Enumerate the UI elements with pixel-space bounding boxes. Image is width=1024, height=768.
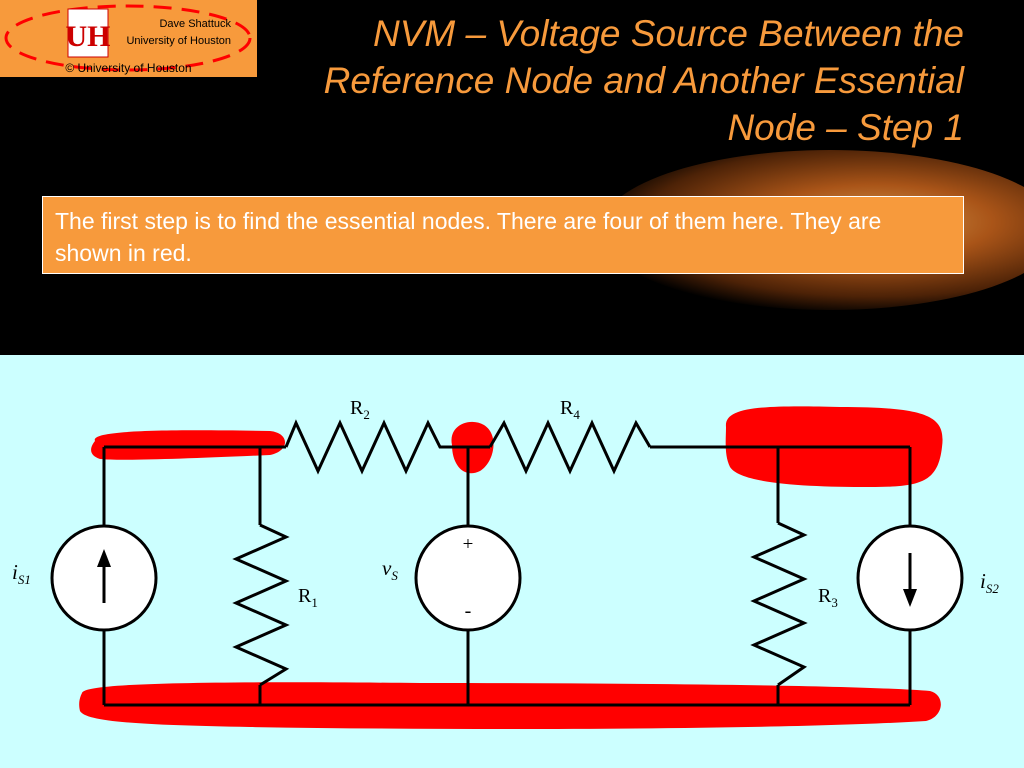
label-r2: R2	[350, 397, 370, 422]
circuit-wires	[102, 445, 912, 707]
callout-box: The first step is to find the essential …	[42, 196, 964, 274]
voltage-source-vs	[414, 524, 522, 632]
resistor-r3	[750, 521, 808, 687]
logo-box: UH Dave Shattuck University of Houston ©…	[0, 0, 257, 77]
label-minus: -	[465, 600, 472, 622]
label-vs: vS	[382, 556, 398, 583]
author-institution: University of Houston	[126, 35, 231, 47]
label-is1: iS1	[12, 560, 31, 587]
label-r1: R1	[298, 585, 318, 610]
copyright: © University of Houston	[65, 61, 192, 75]
slide-title: NVM – Voltage Source Between the Referen…	[323, 13, 964, 148]
circuit-panel: R2 R4 R1 R3 iS1 iS2 vS + -	[0, 355, 1024, 768]
label-r3: R3	[818, 585, 838, 610]
label-plus: +	[463, 534, 474, 555]
arrow-down-icon	[903, 553, 917, 607]
author-name: Dave Shattuck	[159, 18, 231, 30]
node-highlight-1	[91, 430, 286, 460]
label-r4: R4	[560, 397, 580, 422]
arrow-up-icon	[97, 549, 111, 603]
resistor-r2	[284, 419, 454, 475]
uh-logo-icon: UH	[66, 20, 111, 53]
circuit-diagram: R2 R4 R1 R3 iS1 iS2 vS + -	[12, 397, 999, 729]
label-is2: iS2	[980, 569, 999, 596]
slide-header: UH Dave Shattuck University of Houston ©…	[0, 0, 1024, 355]
resistor-r4	[488, 419, 652, 475]
logo-graphic: UH	[4, 4, 252, 72]
resistor-r1	[232, 523, 290, 687]
